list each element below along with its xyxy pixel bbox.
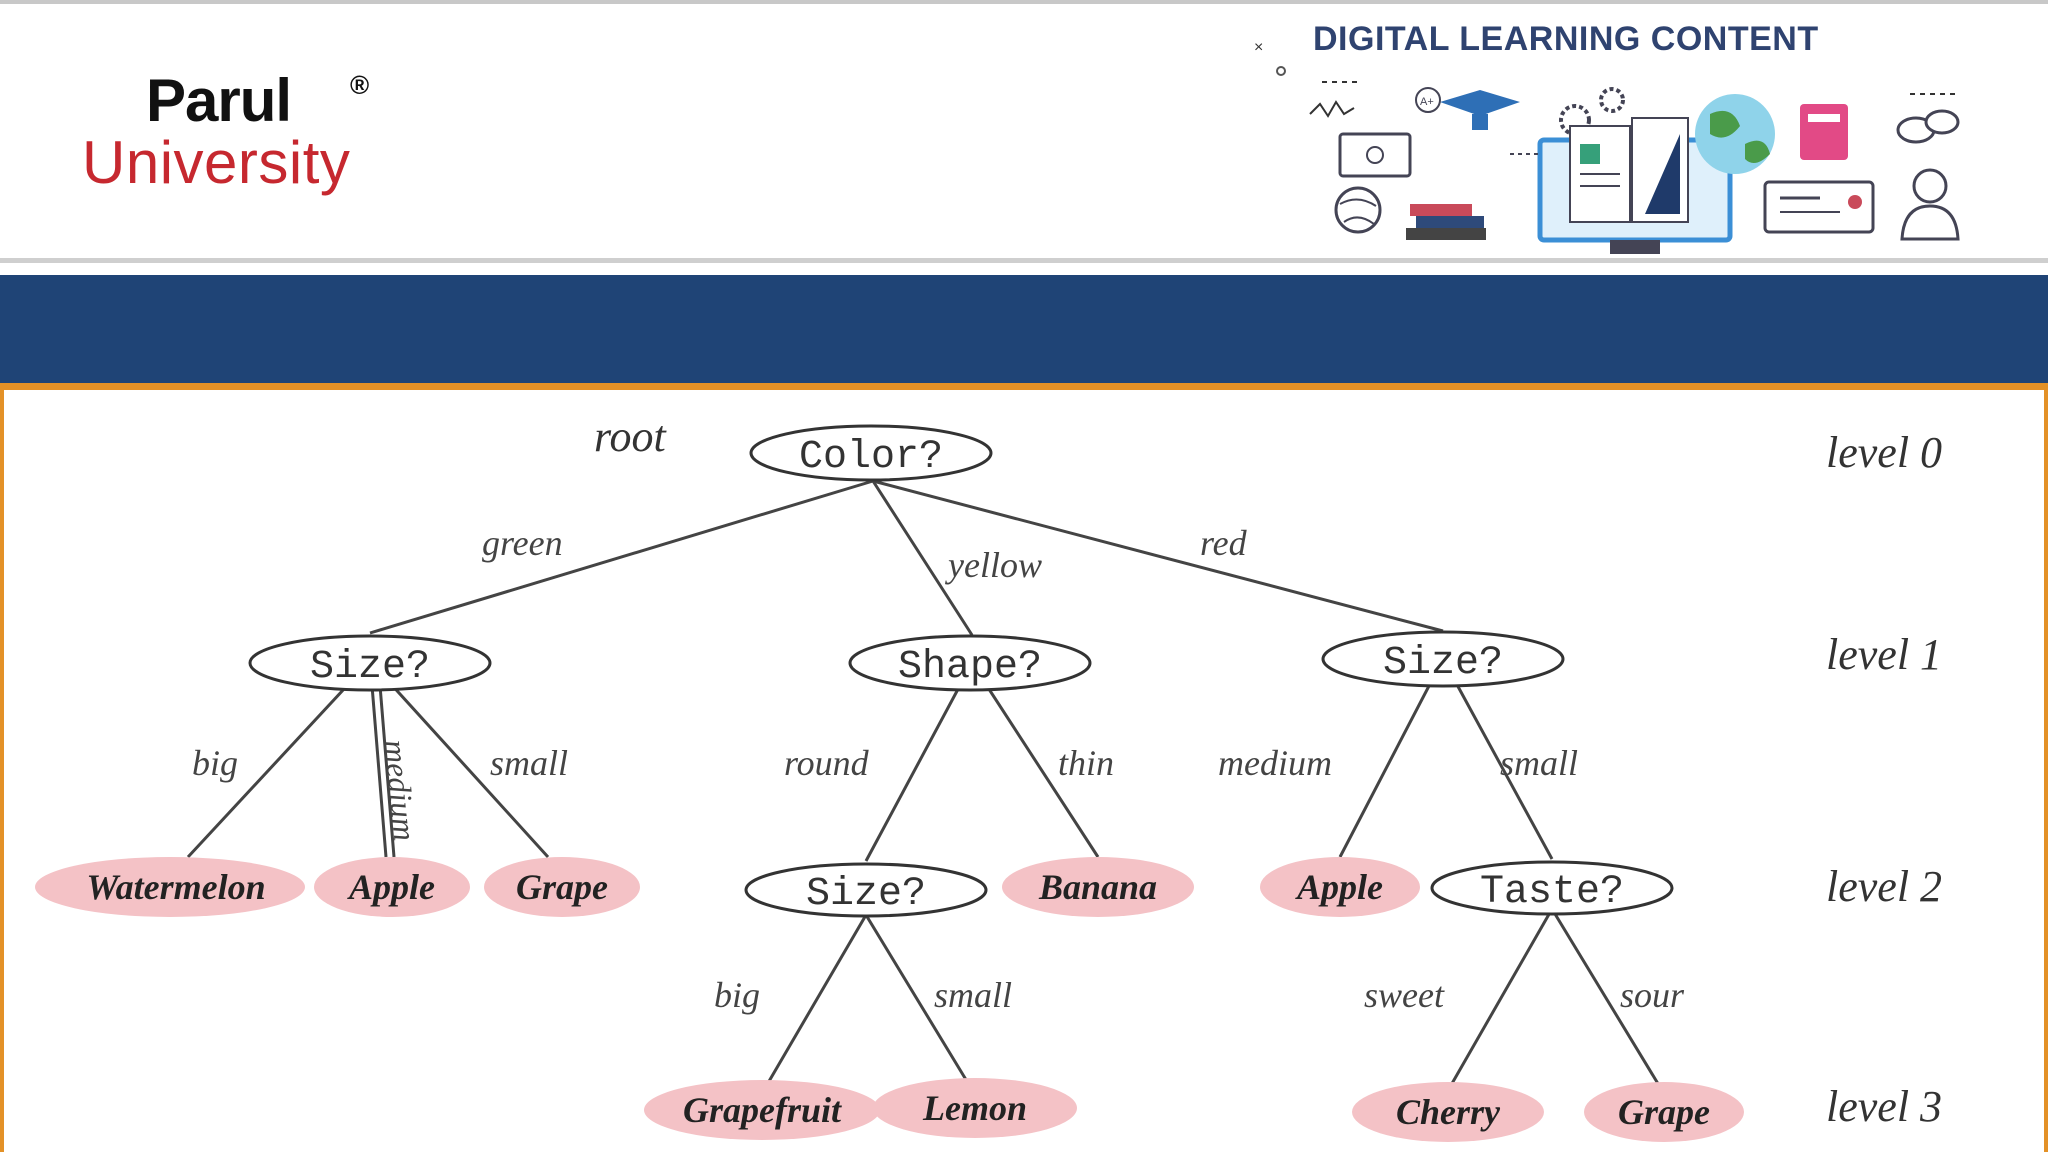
content-frame	[0, 383, 2048, 1152]
leaf-grape-red: Grape	[1584, 1082, 1744, 1142]
leaf-watermelon-label: Watermelon	[86, 867, 265, 907]
node-taste: Taste?	[1430, 860, 1674, 916]
logo-registered-mark: ®	[350, 70, 370, 100]
edge-labels: green yellow red big medium small round …	[192, 523, 1685, 1015]
header-divider	[0, 258, 2048, 263]
edge-label-sweet: sweet	[1364, 975, 1445, 1015]
node-color-label: Color?	[799, 435, 943, 480]
level-label-2: level 2	[1826, 862, 1942, 911]
edge-size-grapefruit	[766, 914, 868, 1084]
edge-size-grape	[368, 659, 550, 859]
edge-label-small-2: small	[1500, 743, 1578, 783]
leaf-apple-red-label: Apple	[1295, 867, 1383, 907]
books-icon	[1406, 204, 1486, 240]
svg-text:A+: A+	[1420, 96, 1434, 108]
leaf-grape-green-label: Grape	[516, 867, 608, 907]
level-label-0: level 0	[1826, 428, 1942, 477]
decorative-dots-icon: ×	[1254, 39, 1960, 95]
edge-size-lemon	[864, 914, 970, 1084]
leaf-banana-label: Banana	[1038, 867, 1157, 907]
node-size-round-label: Size?	[806, 872, 926, 917]
logo-subtitle: University	[82, 129, 351, 196]
level-labels: root level 0 level 1 level 2 level 3	[594, 412, 1942, 1131]
digital-learning-illustration: × A+	[1254, 39, 1960, 254]
edge-label-yellow: yellow	[945, 545, 1042, 585]
leaf-apple-green: Apple	[314, 857, 470, 917]
title-band	[0, 275, 2048, 383]
edge-size-taste	[1441, 658, 1554, 860]
edge-label-green: green	[482, 523, 563, 563]
leaf-grape-red-label: Grape	[1618, 1092, 1710, 1132]
edge-label-small-1: small	[490, 743, 568, 783]
edge-label-sour: sour	[1620, 975, 1685, 1015]
edge-color-size-green	[369, 479, 874, 635]
edge-taste-grape	[1550, 908, 1662, 1088]
leaf-apple-green-label: Apple	[347, 867, 435, 907]
leaf-grapefruit-label: Grapefruit	[683, 1090, 842, 1130]
notebook-icon	[1800, 104, 1848, 160]
node-size-round: Size?	[744, 862, 988, 918]
university-logo: Parul ® University	[60, 66, 440, 206]
leaf-grape-green: Grape	[484, 857, 640, 917]
squiggle-icon	[1309, 100, 1355, 118]
edge-label-red: red	[1200, 523, 1248, 563]
edge-label-big-1: big	[192, 743, 238, 783]
node-color: Color?	[749, 424, 993, 482]
level-label-1: level 1	[1826, 630, 1942, 679]
video-screen-icon	[1338, 132, 1412, 178]
node-shape: Shape?	[848, 634, 1092, 692]
edge-size-apple	[368, 660, 388, 858]
node-size-green-label: Size?	[310, 645, 430, 690]
leaf-lemon-label: Lemon	[922, 1088, 1027, 1128]
node-shape-label: Shape?	[898, 645, 1042, 690]
leaf-banana: Banana	[1002, 857, 1194, 917]
edge-size-apple-double	[376, 660, 396, 858]
edge-size-apple-red	[1338, 658, 1445, 858]
tree-edges	[186, 479, 1662, 1088]
root-label: root	[594, 412, 667, 461]
leaf-nodes: Watermelon Apple Grape Banana Apple Grap…	[35, 857, 1744, 1142]
leaf-grapefruit: Grapefruit	[644, 1080, 880, 1140]
globe-icon	[1334, 186, 1382, 234]
node-size-red: Size?	[1321, 630, 1565, 688]
top-rule	[0, 0, 2048, 4]
leaf-cherry: Cherry	[1352, 1082, 1544, 1142]
node-size-green: Size?	[248, 634, 492, 692]
level-label-3: level 3	[1826, 1082, 1942, 1131]
logo-name: Parul	[146, 67, 292, 134]
graduation-cap-icon: A+	[1415, 87, 1520, 130]
leaf-apple-red: Apple	[1260, 857, 1420, 917]
id-card-icon	[1763, 180, 1875, 234]
svg-text:×: ×	[1254, 39, 1263, 56]
leaf-watermelon: Watermelon	[35, 857, 305, 917]
node-size-red-label: Size?	[1383, 641, 1503, 686]
edge-taste-cherry	[1448, 908, 1554, 1088]
earth-globe-icon	[1695, 94, 1775, 174]
leaf-lemon: Lemon	[873, 1078, 1077, 1138]
laptop-book-icon	[1510, 117, 1733, 254]
edge-color-size-red	[872, 479, 1444, 633]
edge-color-shape	[871, 480, 974, 636]
banner-title: DIGITAL LEARNING CONTENT	[1313, 20, 1819, 58]
edge-shape-size	[864, 662, 974, 862]
edge-shape-banana	[970, 662, 1100, 858]
person-icon	[1900, 168, 1960, 241]
edge-label-medium-2: medium	[1218, 743, 1332, 783]
edge-label-big-2: big	[714, 975, 760, 1015]
chat-bubbles-icon	[1896, 109, 1960, 144]
node-taste-label: Taste?	[1480, 870, 1624, 915]
edge-label-round: round	[784, 743, 870, 783]
edge-label-small-3: small	[934, 975, 1012, 1015]
leaf-cherry-label: Cherry	[1396, 1092, 1501, 1132]
decision-tree-diagram: Color? Size? Shape? Size? Size? Taste? W…	[35, 412, 1942, 1142]
edge-size-watermelon	[186, 659, 372, 859]
edge-label-thin: thin	[1058, 743, 1114, 783]
decision-nodes: Color? Size? Shape? Size? Size? Taste?	[248, 424, 1674, 918]
